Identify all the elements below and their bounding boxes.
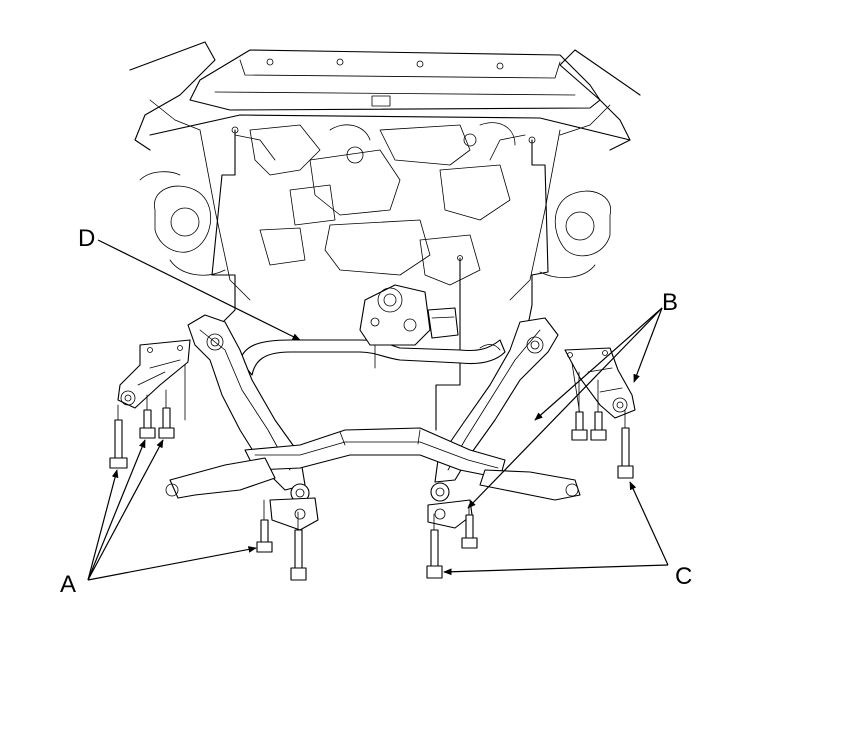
label-b: B [662, 289, 678, 316]
bolt-c-rear-right [426, 529, 443, 579]
label-c: C [675, 563, 692, 590]
vehicle-body-outline [129, 41, 641, 301]
front-subframe [165, 314, 581, 503]
leader-lines [87, 239, 669, 581]
bolt-b-rear-right [461, 514, 478, 549]
bolt-c-rear-left [290, 529, 307, 581]
label-a: A [60, 571, 76, 598]
bolt-a-rear-left [256, 519, 273, 553]
alignment-guide-lines [184, 126, 581, 431]
rear-mount-brackets [269, 497, 473, 531]
bolt-b-right-1 [571, 411, 588, 441]
mounting-bolts [109, 371, 634, 581]
bolt-c-right [617, 427, 634, 479]
engine-mount [359, 284, 459, 346]
bumper-bolt-holes [266, 58, 504, 107]
stabilizer-bar [239, 339, 506, 376]
bolt-b-right-2 [590, 411, 607, 441]
bolt-a-left-2 [139, 409, 156, 439]
bolt-a-left-1 [109, 419, 128, 469]
right-stiffener-bracket [564, 347, 636, 419]
bolt-a-left-3 [158, 407, 175, 439]
left-stiffener-bracket [117, 339, 191, 409]
label-d: D [78, 225, 95, 252]
callout-labels: A B C D [60, 225, 692, 598]
